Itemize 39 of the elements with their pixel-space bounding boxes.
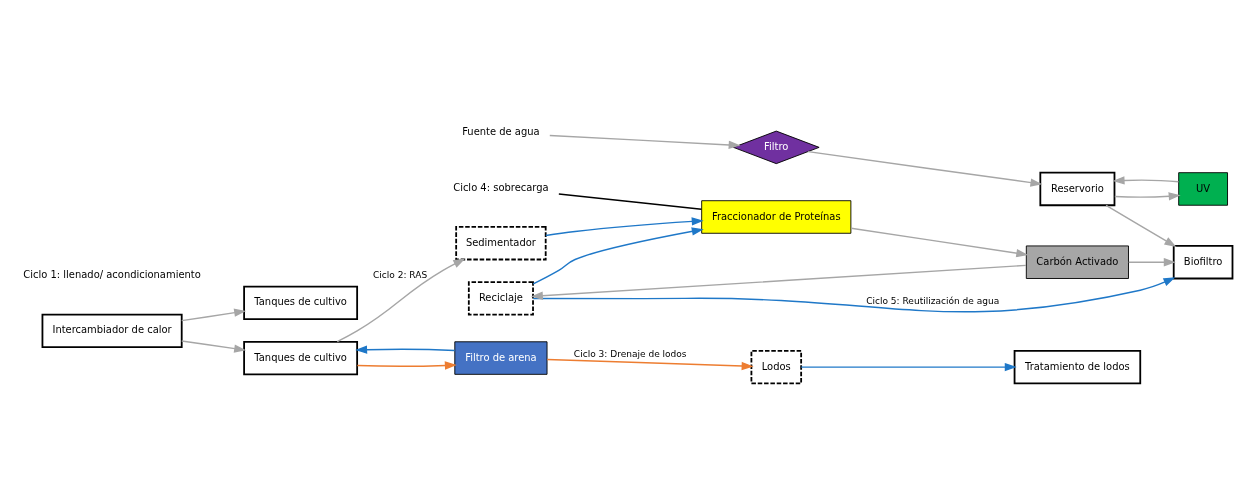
arrow [549,134,741,150]
arrow [530,264,1027,300]
arrow [355,345,456,354]
node-box: Reciclaje [467,281,534,316]
node-box: Filtro de arena [454,341,548,375]
arrow [800,362,1017,372]
connector [558,193,703,210]
arrow [1112,176,1180,185]
edge-label: Ciclo 5: Reutilización de agua [866,295,1000,306]
label: Ciclo 1: llenado/ acondicionamiento [23,269,201,281]
arrow [1105,204,1177,247]
arrow [181,308,247,322]
arrow [336,258,466,343]
node-box: Intercambiador de calor [41,313,183,349]
arrow [546,358,754,371]
node-box: Sedimentador [455,226,547,261]
node-box: Tanques de cultivo [243,285,359,321]
node-diamond: Filtro [733,130,820,165]
node-box: UV [1178,172,1228,206]
arrow [532,227,704,285]
arrow [807,150,1043,187]
node-text: Fuente de agua [462,126,540,138]
node-box: Fraccionador de Proteínas [701,200,852,234]
node-box: Tratamiento de lodos [1013,349,1142,385]
arrow [1114,192,1181,201]
node-text: Ciclo 4: sobrecarga [453,181,549,193]
arrow [181,340,247,353]
node-box: Tanques de cultivo [243,340,359,376]
node-box: Carbón Activado [1025,245,1129,279]
arrow [1127,258,1176,267]
node-box: Biofiltro [1172,245,1234,280]
arrow [532,277,1176,313]
arrow [545,217,704,237]
node-box: Lodos [750,349,803,385]
edge-label: Ciclo 2: RAS [373,269,428,280]
arrow [850,227,1029,258]
arrow [356,361,457,370]
edge-label: Ciclo 3: Drenaje de lodos [573,349,687,360]
node-box: Reservorio [1039,171,1116,207]
